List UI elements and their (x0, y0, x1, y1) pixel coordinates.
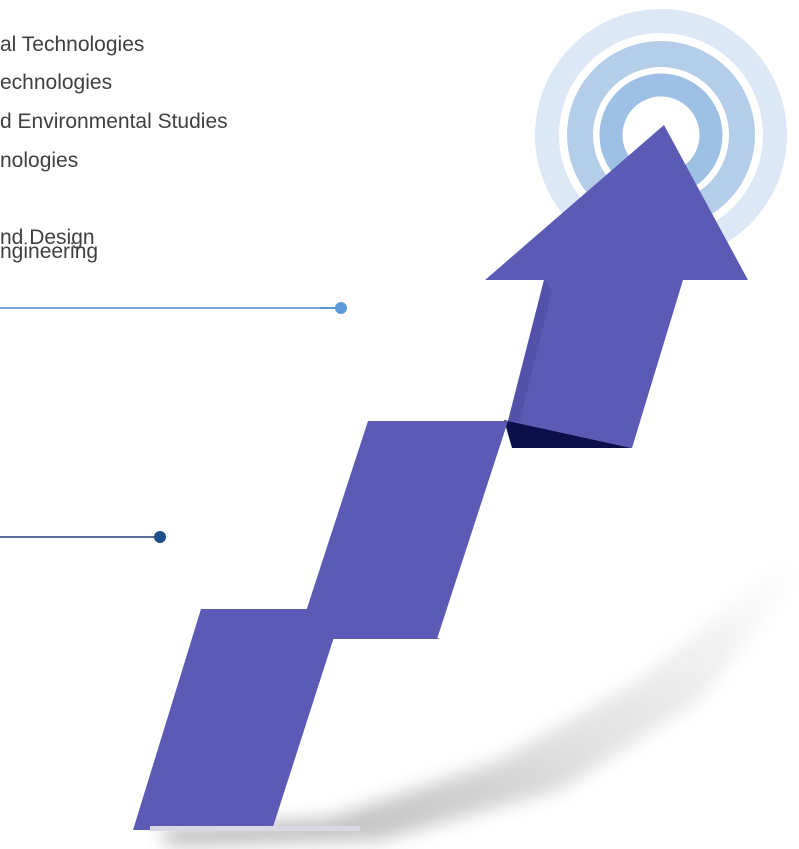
topic-item-4: nologies (0, 149, 79, 172)
arrow-step-1 (133, 609, 343, 830)
arrow-base-streak (150, 826, 360, 831)
connector-top (0, 302, 347, 314)
floor-shadow (160, 555, 795, 845)
topic-item-2: echnologies (0, 71, 113, 94)
topic-item-1: al Technologies (0, 33, 145, 56)
connector-top-dot (335, 302, 347, 314)
connector-bottom-dot (154, 531, 166, 543)
arrow-step-3-head (485, 125, 748, 448)
topic-item-6: nd Design (0, 226, 95, 249)
topic-item-3: d Environmental Studies (0, 110, 228, 133)
arrow-step-2 (297, 421, 508, 639)
topic-item-7: ngineering (0, 240, 99, 263)
topic-list: al Technologies echnologies d Environmen… (0, 0, 360, 300)
connector-bottom (0, 531, 166, 543)
rising-step-arrow-icon (133, 125, 748, 830)
